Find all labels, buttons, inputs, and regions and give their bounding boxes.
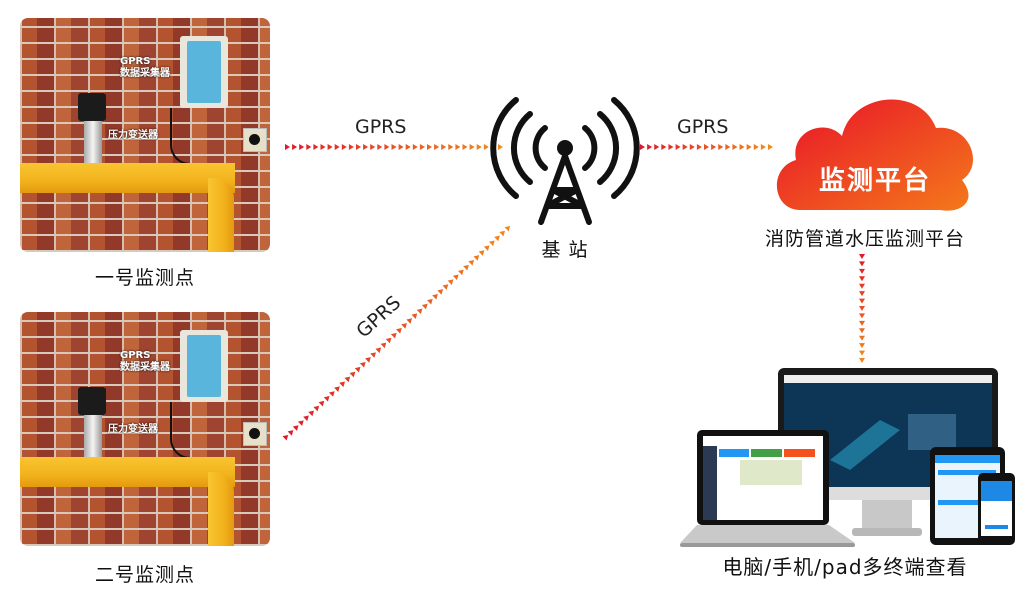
collector-label-line2: 数据采集器 <box>120 362 170 373</box>
power-socket <box>243 128 267 152</box>
pipe-elbow <box>208 178 234 252</box>
base-station-label: 基 站 <box>541 239 589 261</box>
cloud-icon <box>776 99 974 211</box>
collector-label-line2: 数据采集器 <box>120 68 170 79</box>
arrow-cloud-to-terminals <box>859 254 865 363</box>
collector-label-line1: GPRS <box>120 56 151 67</box>
base-station-tower-icon <box>490 97 640 225</box>
arrow-site1-to-station <box>285 144 503 150</box>
terminals-caption: 电脑/手机/pad多终端查看 <box>722 555 968 579</box>
data-collector <box>180 330 228 402</box>
sensor-label: 压力变送器 <box>108 130 158 141</box>
link-label-cloud: GPRS <box>677 116 729 138</box>
site-2-label: 二号监测点 <box>94 564 195 586</box>
collector-label-line1: GPRS <box>120 350 151 361</box>
site-1-label: 一号监测点 <box>94 267 195 289</box>
platform-caption: 消防管道水压监测平台 <box>764 228 965 250</box>
pipe <box>20 457 235 487</box>
power-socket <box>243 422 267 446</box>
pressure-sensor-body <box>84 415 102 457</box>
arrow-station-to-cloud <box>640 144 773 150</box>
pipe <box>20 163 235 193</box>
cloud-title: 监测平台 <box>818 166 931 196</box>
pressure-sensor <box>78 93 106 121</box>
arrow-site2-to-station <box>282 225 511 441</box>
pressure-sensor-body <box>84 121 102 163</box>
phone <box>978 473 1015 545</box>
pressure-sensor <box>78 387 106 415</box>
laptop <box>680 430 855 547</box>
link-label-site1: GPRS <box>355 116 407 138</box>
sensor-label: 压力变送器 <box>108 424 158 435</box>
pipe-elbow <box>208 472 234 546</box>
data-collector <box>180 36 228 108</box>
